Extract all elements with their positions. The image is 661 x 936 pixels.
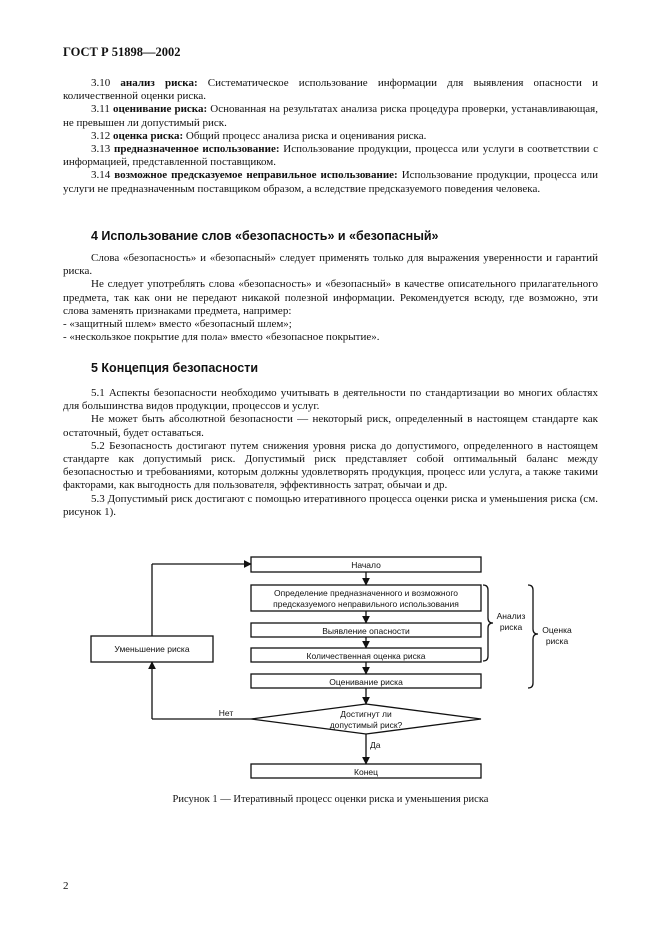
definition-3-11: 3.11 оценивание риска: Основанная на рез… [63, 103, 598, 129]
definition-3-10: 3.10 анализ риска: Систематическое испол… [63, 77, 598, 103]
section-4-paragraph-2: Не следует употреблять слова «безопаснос… [63, 278, 598, 317]
definition-3-13: 3.13 предназначенное использование: Испо… [63, 143, 599, 169]
flow-reduce-label: Уменьшение риска [114, 644, 189, 654]
analysis-brace-label-2: риска [500, 622, 523, 632]
section-5-paragraph-1: 5.1 Аспекты безопасности необходимо учит… [63, 387, 598, 413]
assessment-brace [527, 584, 539, 689]
flow-evaluate-label: Оценивание риска [329, 677, 403, 687]
section-5-paragraph-4: 5.3 Допустимый риск достигают с помощью … [63, 492, 598, 518]
figure-caption: Рисунок 1 — Итеративный процесс оценки р… [172, 794, 489, 805]
flow-end-label: Конец [354, 767, 378, 777]
definition-3-14: 3.14 возможное предсказуемое неправильно… [63, 169, 599, 195]
section-4-list-item-1: - «защитный шлем» вместо «безопасный шле… [63, 318, 292, 331]
section-4-list-item-2: - «нескользкое покрытие для пола» вместо… [63, 331, 380, 344]
flow-decision-label-1: Достигнут ли [340, 709, 392, 719]
analysis-brace [482, 584, 494, 662]
document-header: ГОСТ Р 51898—2002 [63, 45, 181, 59]
assessment-brace-label-2: риска [546, 636, 569, 646]
flow-yes-label: Да [370, 740, 381, 750]
page-number: 2 [63, 880, 69, 892]
flow-quantify-label: Количественная оценка риска [307, 651, 426, 661]
assessment-brace-label-1: Оценка [542, 625, 572, 635]
section-4-body: Слова «безопасность» и «безопасный» след… [63, 252, 598, 344]
flow-hazard-label: Выявление опасности [322, 626, 410, 636]
section-5-paragraph-3: 5.2 Безопасность достигают путем снижени… [63, 439, 598, 492]
flow-start-label: Начало [351, 560, 381, 570]
flow-no-label: Нет [219, 708, 234, 718]
section-4-title: 4 Использование слов «безопасность» и «б… [91, 229, 439, 243]
section-5-paragraph-2: Не может быть абсолютной безопасности — … [63, 413, 598, 439]
flow-decision-diamond [250, 703, 482, 735]
analysis-brace-label-1: Анализ [497, 611, 526, 621]
section-5-body: 5.1 Аспекты безопасности необходимо учит… [63, 387, 598, 519]
flow-define-use-label-2: предсказуемого неправильного использован… [273, 599, 459, 609]
section-4-paragraph-1: Слова «безопасность» и «безопасный» след… [63, 252, 598, 278]
flow-define-use-label-1: Определение предназначенного и возможног… [274, 588, 458, 598]
definition-3-12: 3.12 оценка риска: Общий процесс анализа… [91, 129, 427, 142]
section-5-title: 5 Концепция безопасности [91, 361, 259, 375]
definitions-block: 3.10 анализ риска: Систематическое испол… [63, 77, 598, 196]
flow-decision-label-2: допустимый риск? [330, 720, 403, 730]
